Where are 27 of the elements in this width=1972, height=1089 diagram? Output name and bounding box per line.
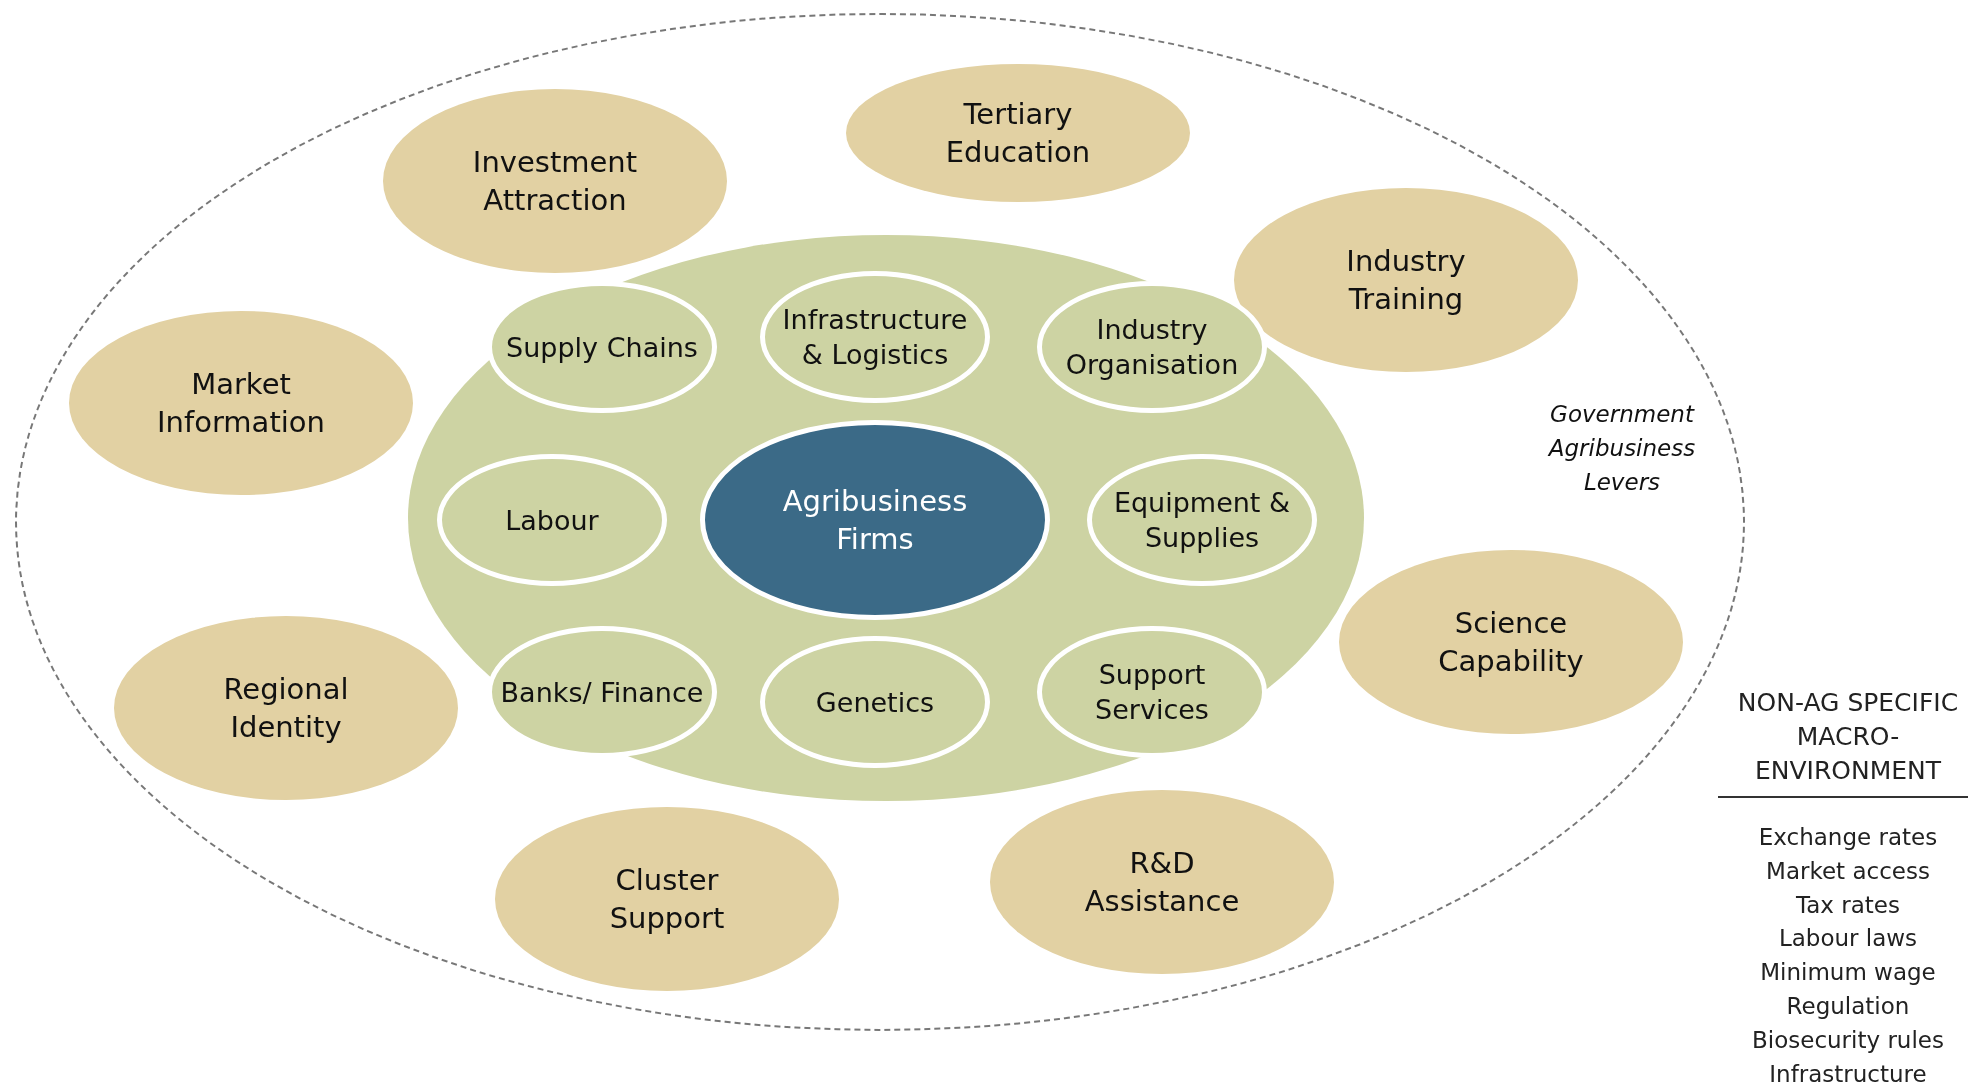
list-item: Minimum wage — [1759, 958, 1937, 988]
node-label: Science Capability — [1437, 605, 1585, 680]
node-label: Infrastructure & Logistics — [781, 303, 969, 372]
list-item: Labour laws — [1777, 924, 1919, 954]
node-label: Support Services — [1094, 658, 1210, 727]
list-item: Tax rates — [1795, 890, 1901, 920]
node-label: Supply Chains — [506, 330, 698, 365]
node-label: Labour — [505, 503, 599, 538]
list-item: Infrastructure — [1768, 1059, 1928, 1089]
list-item: Market access — [1765, 856, 1931, 886]
node-label: R&D Assistance — [1083, 845, 1241, 920]
list-item: Exchange rates — [1757, 823, 1939, 852]
node-label: Tertiary Education — [944, 96, 1092, 171]
node-label: Investment Attraction — [471, 144, 639, 219]
node-label: Genetics — [815, 685, 935, 720]
list-item: Regulation — [1785, 992, 1911, 1021]
list-item: Biosecurity rules — [1751, 1025, 1945, 1055]
node-label: Cluster Support — [608, 862, 726, 937]
node-label: Industry Training — [1345, 243, 1467, 318]
panel-heading: NON-AG SPECIFIC MACRO-ENVIRONMENT — [1736, 687, 1960, 787]
node-label: Regional Identity — [222, 671, 350, 746]
node-label: Agribusiness Firms — [781, 483, 969, 558]
node-label: Market Information — [156, 366, 326, 441]
node-label: Banks/ Finance — [500, 675, 704, 710]
node-label: Industry Organisation — [1064, 313, 1240, 382]
node-label: Equipment & Supplies — [1112, 486, 1292, 555]
node-label: Government Agribusiness Levers — [1546, 400, 1697, 497]
